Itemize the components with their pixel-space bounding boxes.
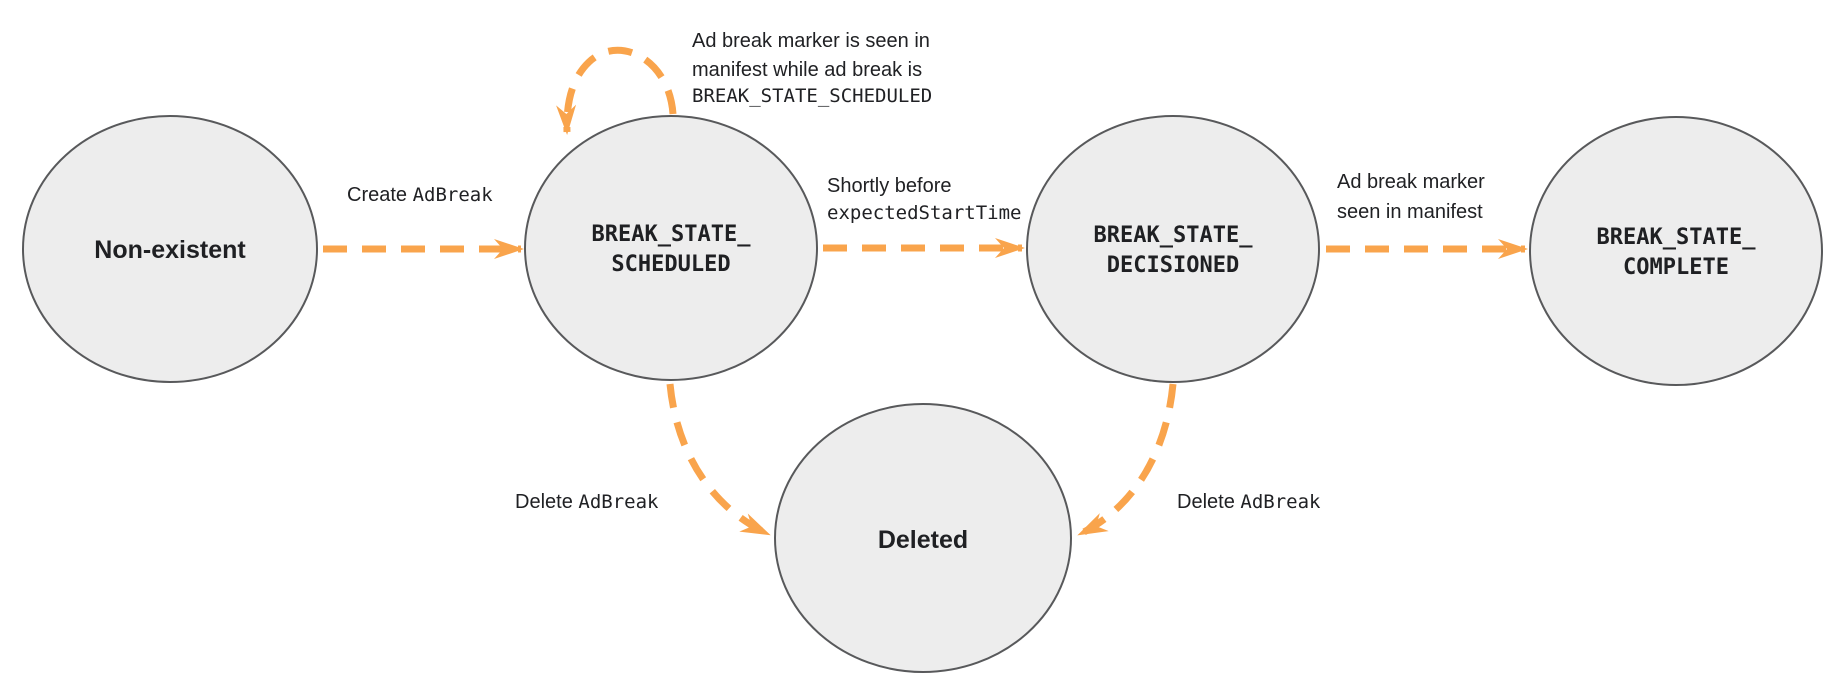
transition-arrow-self-loop-scheduled — [556, 46, 677, 135]
transition-label-delete-adbreak-right: Delete AdBreak — [1177, 491, 1321, 513]
state-node-non-existent — [22, 115, 318, 383]
transition-arrow-scheduled-to-deleted — [666, 383, 771, 538]
transition-label-self-loop-line1: Ad break marker is seen in — [692, 30, 930, 52]
state-node-break-state-complete — [1529, 116, 1823, 386]
transition-label-decision-line1: Shortly before — [827, 175, 952, 197]
state-label-decisioned-line1: BREAK_STATE_ — [1094, 223, 1254, 248]
state-label-decisioned-line2: DECISIONED — [1107, 253, 1239, 278]
state-label-complete-line2: COMPLETE — [1623, 255, 1729, 280]
state-label-deleted: Deleted — [878, 526, 968, 554]
state-label-scheduled-line2: SCHEDULED — [611, 252, 730, 277]
transition-label-decision-code: expectedStartTime — [827, 202, 1021, 224]
state-label-scheduled-line1: BREAK_STATE_ — [592, 222, 752, 247]
transition-label-self-loop-line2: manifest while ad break is — [692, 59, 922, 81]
transition-label-delete-adbreak-left: Delete AdBreak — [515, 491, 659, 513]
state-node-deleted — [774, 403, 1072, 673]
state-label-non-existent: Non-existent — [94, 236, 246, 264]
transition-label-self-loop-code: BREAK_STATE_SCHEDULED — [692, 85, 932, 107]
transition-label-complete-line1: Ad break marker — [1337, 171, 1485, 193]
transition-arrow-decisioned-to-deleted — [1077, 383, 1177, 538]
state-label-complete-line1: BREAK_STATE_ — [1597, 225, 1757, 250]
transition-label-complete-line2: seen in manifest — [1337, 201, 1483, 223]
state-node-break-state-scheduled — [524, 115, 818, 381]
state-node-break-state-decisioned — [1026, 115, 1320, 383]
transition-label-create-adbreak: Create AdBreak — [347, 184, 493, 206]
